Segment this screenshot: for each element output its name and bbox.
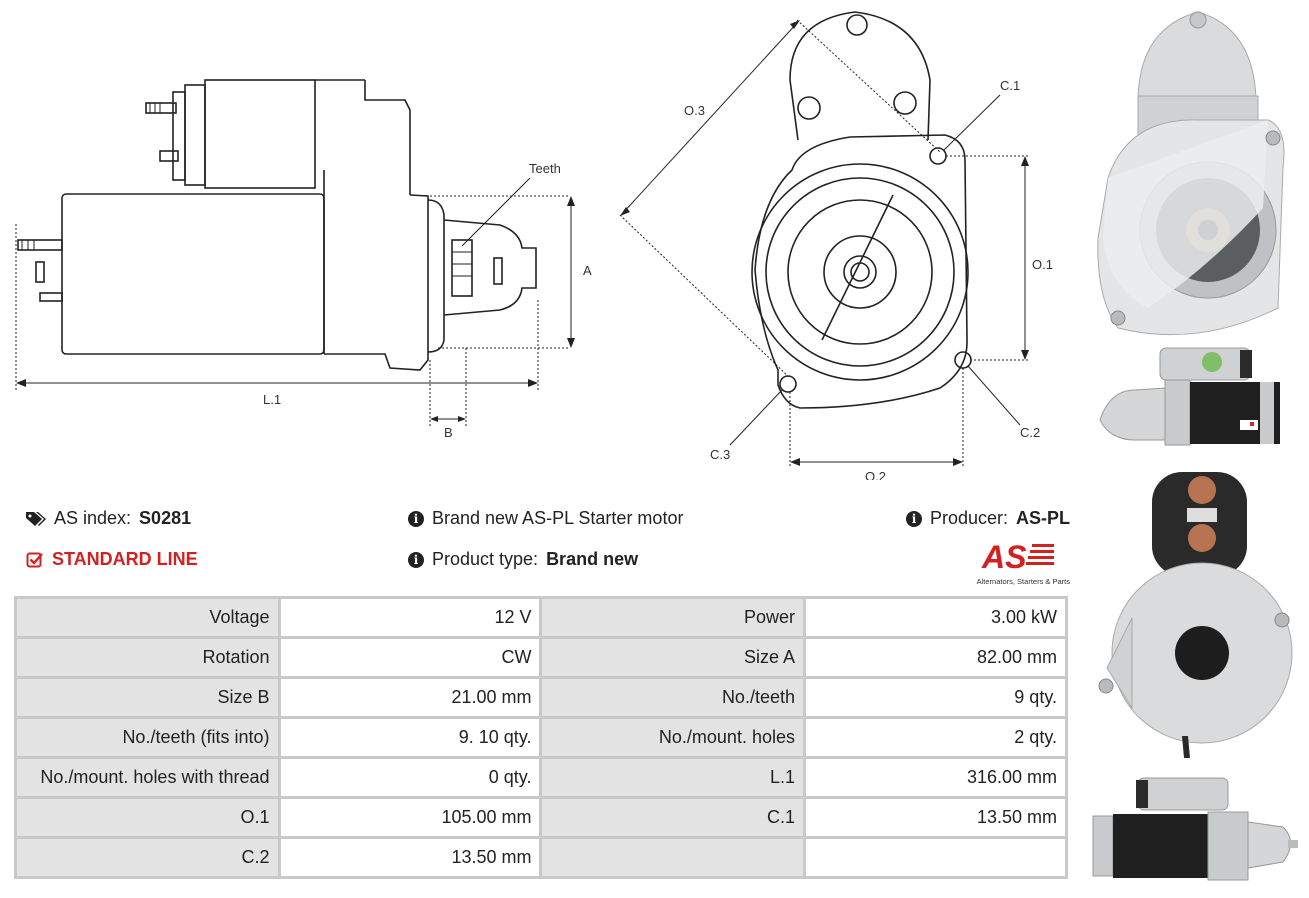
as-pl-logo: AS Alternators, Starters & Parts: [962, 538, 1070, 586]
spec-key-cell: L.1: [542, 759, 803, 796]
front-view-drawing: O.3 O.1 O.2 C.1 C.2 C.3: [619, 11, 1053, 480]
product-photo-side: [1099, 347, 1280, 446]
dim-a-label: A: [583, 263, 592, 278]
product-type-label: Product type:: [432, 549, 539, 569]
spec-key-cell: O.1: [17, 799, 278, 836]
table-row: No./teeth (fits into)9. 10 qty.No./mount…: [17, 719, 1065, 756]
dim-c3-label: C.3: [710, 447, 730, 462]
spec-key-cell: No./teeth: [542, 679, 803, 716]
spec-key-cell: No./mount. holes with thread: [17, 759, 278, 796]
as-pl-logo-mark: AS: [981, 539, 1054, 575]
product-type-row: i Product type: Brand new: [408, 549, 638, 570]
spec-value-cell: 3.00 kW: [805, 599, 1065, 636]
spec-value-cell: 0 qty.: [280, 759, 540, 796]
spec-value-cell: 316.00 mm: [805, 759, 1065, 796]
check-square-icon: [26, 552, 43, 567]
product-photo-rear: [1098, 472, 1293, 758]
as-index-value: S0281: [139, 508, 192, 528]
info-icon: i: [408, 510, 424, 527]
spec-value-cell: 9 qty.: [805, 679, 1065, 716]
info-icon: i: [408, 551, 424, 568]
spec-value-cell: 9. 10 qty.: [280, 719, 540, 756]
teeth-label: Teeth: [529, 161, 561, 176]
spec-key-cell: Power: [542, 599, 803, 636]
producer-row: i Producer: AS-PL: [906, 508, 1070, 529]
description-text: Brand new AS-PL Starter motor: [432, 508, 684, 528]
dim-c2-label: C.2: [1020, 425, 1040, 440]
spec-key-cell: [542, 839, 803, 876]
spec-value-cell: 13.50 mm: [280, 839, 540, 876]
producer-label: Producer:: [930, 508, 1009, 528]
logo-tagline: Alternators, Starters & Parts: [976, 577, 1070, 586]
spec-key-cell: C.1: [542, 799, 803, 836]
dim-o1-label: O.1: [1032, 257, 1053, 272]
spec-key-cell: No./teeth (fits into): [17, 719, 278, 756]
spec-value-cell: 105.00 mm: [280, 799, 540, 836]
product-photo-side-alt: [1092, 777, 1298, 881]
spec-key-cell: Voltage: [17, 599, 278, 636]
description-row: i Brand new AS-PL Starter motor: [408, 508, 683, 529]
dim-l1-label: L.1: [263, 392, 281, 407]
product-type-value: Brand new: [546, 549, 639, 569]
spec-value-cell: 21.00 mm: [280, 679, 540, 716]
standard-line-label: STANDARD LINE: [52, 549, 198, 569]
spec-value-cell: CW: [280, 639, 540, 676]
dim-c1-label: C.1: [1000, 78, 1020, 93]
producer-value: AS-PL: [1016, 508, 1071, 528]
standard-line-row: STANDARD LINE: [26, 549, 198, 570]
spec-value-cell: 2 qty.: [805, 719, 1065, 756]
spec-value-cell: 82.00 mm: [805, 639, 1065, 676]
dim-o3-label: O.3: [684, 103, 705, 118]
dim-b-label: B: [444, 425, 453, 440]
product-photo-front: [1097, 11, 1285, 336]
spec-key-cell: No./mount. holes: [542, 719, 803, 756]
side-view-drawing: Teeth A L.1 B: [15, 79, 592, 440]
spec-value-cell: 13.50 mm: [805, 799, 1065, 836]
tags-icon: [26, 511, 46, 526]
spec-key-cell: Rotation: [17, 639, 278, 676]
as-index-row: AS index: S0281: [26, 508, 191, 529]
svg-text:AS: AS: [981, 539, 1027, 572]
spec-key-cell: Size A: [542, 639, 803, 676]
spec-key-cell: Size B: [17, 679, 278, 716]
info-icon: i: [906, 510, 922, 527]
dim-o2-label: O.2: [865, 469, 886, 480]
as-index-label: AS index:: [54, 508, 132, 528]
spec-value-cell: [805, 839, 1065, 876]
spec-value-cell: 12 V: [280, 599, 540, 636]
spec-key-cell: C.2: [17, 839, 278, 876]
